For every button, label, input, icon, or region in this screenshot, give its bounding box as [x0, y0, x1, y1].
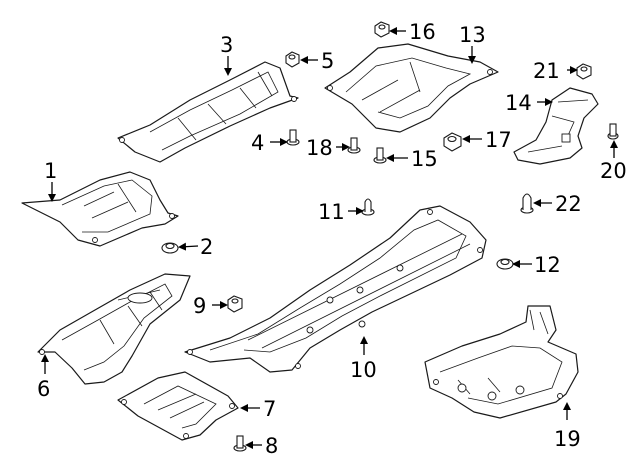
part-15-stud [373, 147, 387, 164]
callout-20: 20 [600, 159, 627, 183]
part-14-bracket [513, 87, 599, 165]
part-1-heat-shield [21, 171, 179, 247]
part-16-nut [374, 21, 390, 38]
part-11-clip [361, 198, 375, 216]
callout-14: 14 [505, 91, 532, 115]
fasteners [161, 21, 619, 452]
callout-labels: 1 2 3 4 5 6 7 8 9 10 11 12 13 14 15 16 1… [37, 20, 627, 458]
part-17-nut [443, 132, 462, 152]
part-7-shield-plate [117, 371, 239, 441]
callout-6: 6 [37, 377, 50, 401]
callout-7: 7 [263, 397, 276, 421]
part-12-grommet [496, 258, 514, 270]
callout-18: 18 [306, 136, 333, 160]
callout-13: 13 [459, 23, 486, 47]
callout-5: 5 [321, 49, 334, 73]
part-22-clip [520, 193, 534, 214]
part-20-stud [607, 123, 619, 140]
callout-21: 21 [533, 59, 560, 83]
part-21-nut [576, 63, 592, 80]
callout-1: 1 [44, 159, 57, 183]
callout-17: 17 [485, 128, 512, 152]
callout-8: 8 [265, 434, 278, 458]
callout-12: 12 [534, 253, 561, 277]
callout-9: 9 [193, 294, 206, 318]
part-4-stud [286, 129, 300, 146]
part-18-stud [347, 137, 361, 154]
part-8-stud [233, 435, 247, 452]
part-19-rear-shield [424, 305, 579, 419]
callout-22: 22 [555, 192, 582, 216]
callout-16: 16 [409, 20, 436, 44]
callout-19: 19 [554, 427, 581, 451]
part-5-nut [285, 51, 300, 68]
part-9-nut [227, 295, 243, 313]
callout-10: 10 [350, 358, 377, 382]
part-13-shield [324, 43, 499, 133]
part-10-floor-shield [184, 205, 487, 373]
part-3-heat-shield [117, 61, 299, 163]
callout-11: 11 [318, 200, 345, 224]
part-6-heat-shield [37, 273, 191, 385]
callout-4: 4 [251, 131, 264, 155]
callout-3: 3 [220, 33, 233, 57]
part-2-grommet [161, 242, 179, 254]
callout-2: 2 [200, 235, 213, 259]
callout-15: 15 [411, 147, 438, 171]
leader-lines [41, 27, 618, 449]
